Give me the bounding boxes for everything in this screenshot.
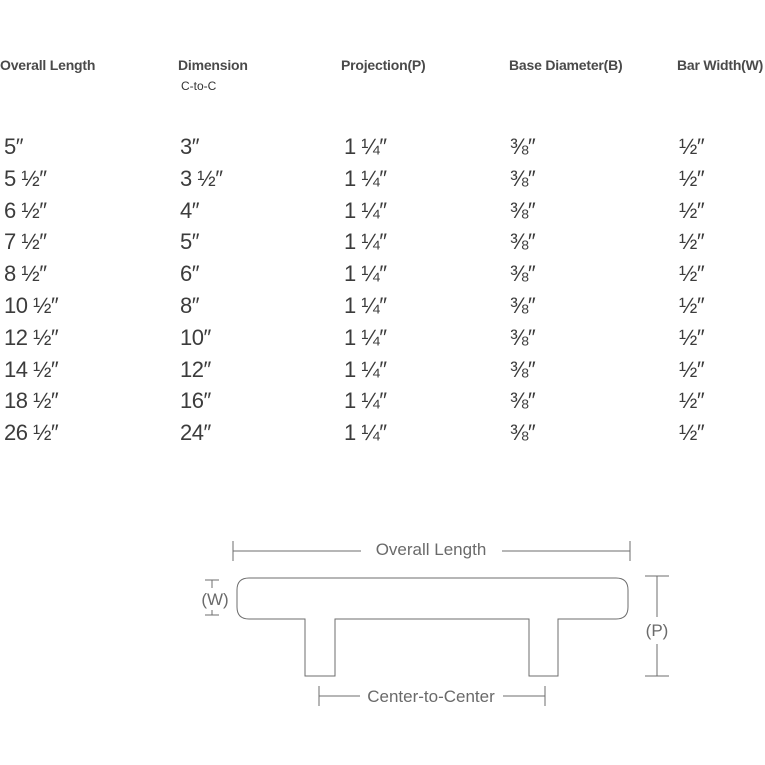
cell-dimension: 24″ [180, 420, 211, 446]
cell-dimension: 6″ [180, 261, 200, 287]
cell-bar-width: ½″ [679, 261, 705, 287]
cell-projection: 1 ¼″ [344, 134, 387, 159]
cell-overall-length: 10 ½″ [4, 292, 59, 318]
table-row: 8 ½″ 6″ 1 ¼″ ⅜″ ½″ [0, 261, 765, 293]
header-overall-length: Overall Length [0, 57, 96, 73]
cell-overall-length: 5″ [4, 134, 24, 159]
cell-base-diameter: ⅜″ [510, 324, 536, 350]
cell-bar-width: ½″ [679, 165, 705, 191]
cell-base-diameter: ⅜″ [510, 388, 536, 414]
cell-bar-width: ½″ [679, 324, 705, 350]
cell-overall-length: 26 ½″ [4, 420, 59, 446]
cell-dimension: 3 ½″ [180, 165, 223, 191]
table-row: 14 ½″ 12″ 1 ¼″ ⅜″ ½″ [0, 357, 765, 389]
cell-overall-length: 7 ½″ [4, 229, 47, 255]
bar-pull-outline [236, 577, 629, 677]
table-row: 12 ½″ 10″ 1 ¼″ ⅜″ ½″ [0, 325, 765, 357]
cell-projection: 1 ¼″ [344, 388, 387, 414]
cell-overall-length: 18 ½″ [4, 388, 59, 414]
cell-projection: 1 ¼″ [344, 324, 387, 350]
header-bar-width: Bar Width(W) [677, 57, 764, 73]
table-row: 26 ½″ 24″ 1 ¼″ ⅜″ ½″ [0, 420, 765, 452]
table-row: 6 ½″ 4″ 1 ¼″ ⅜″ ½″ [0, 198, 765, 230]
cell-bar-width: ½″ [679, 134, 705, 159]
diagram-width-label: (W) [201, 590, 228, 609]
cell-dimension: 12″ [180, 356, 211, 382]
dimension-table: 5″ 3″ 1 ¼″ ⅜″ ½″ 5 ½″ 3 ½″ 1 ¼″ ⅜″ ½″ 6 ½″ 4″ 1 ¼″ ⅜″… [0, 134, 765, 452]
header-base-diameter: Base Diameter(B) [509, 57, 623, 73]
cell-bar-width: ½″ [679, 197, 705, 223]
cell-bar-width: ½″ [679, 292, 705, 318]
cell-projection: 1 ¼″ [344, 420, 387, 446]
cell-bar-width: ½″ [679, 356, 705, 382]
table-row: 5″ 3″ 1 ¼″ ⅜″ ½″ [0, 134, 765, 166]
cell-overall-length: 8 ½″ [4, 261, 47, 287]
cell-projection: 1 ¼″ [344, 261, 387, 287]
cell-projection: 1 ¼″ [344, 229, 387, 255]
cell-base-diameter: ⅜″ [510, 197, 536, 223]
cell-overall-length: 14 ½″ [4, 356, 59, 382]
diagram-center-to-center-label: Center-to-Center [367, 687, 495, 706]
cell-base-diameter: ⅜″ [510, 420, 536, 446]
cell-base-diameter: ⅜″ [510, 292, 536, 318]
table-row: 5 ½″ 3 ½″ 1 ¼″ ⅜″ ½″ [0, 166, 765, 198]
table-row: 18 ½″ 16″ 1 ¼″ ⅜″ ½″ [0, 388, 765, 420]
cell-projection: 1 ¼″ [344, 292, 387, 318]
cell-overall-length: 12 ½″ [4, 324, 59, 350]
cell-bar-width: ½″ [679, 229, 705, 255]
header-dimension: Dimension [178, 57, 248, 73]
cell-dimension: 8″ [180, 292, 200, 318]
cell-bar-width: ½″ [679, 420, 705, 446]
cell-base-diameter: ⅜″ [510, 134, 536, 159]
cell-base-diameter: ⅜″ [510, 261, 536, 287]
cell-dimension: 10″ [180, 324, 211, 350]
cell-projection: 1 ¼″ [344, 356, 387, 382]
width-label-bg [200, 588, 230, 610]
cell-overall-length: 5 ½″ [4, 165, 47, 191]
cell-dimension: 4″ [180, 197, 200, 223]
cell-dimension: 5″ [180, 229, 200, 255]
diagram-overall-length-label: Overall Length [376, 540, 487, 559]
cell-dimension: 3″ [180, 134, 200, 159]
header-dimension-sub: C-to-C [181, 79, 217, 93]
cell-base-diameter: ⅜″ [510, 165, 536, 191]
cell-overall-length: 6 ½″ [4, 197, 47, 223]
cell-dimension: 16″ [180, 388, 211, 414]
cell-base-diameter: ⅜″ [510, 356, 536, 382]
cell-bar-width: ½″ [679, 388, 705, 414]
table-row: 7 ½″ 5″ 1 ¼″ ⅜″ ½″ [0, 229, 765, 261]
cell-projection: 1 ¼″ [344, 165, 387, 191]
cell-projection: 1 ¼″ [344, 197, 387, 223]
header-projection: Projection(P) [341, 57, 426, 73]
table-row: 10 ½″ 8″ 1 ¼″ ⅜″ ½″ [0, 293, 765, 325]
diagram-projection-label: (P) [646, 621, 669, 640]
cell-base-diameter: ⅜″ [510, 229, 536, 255]
